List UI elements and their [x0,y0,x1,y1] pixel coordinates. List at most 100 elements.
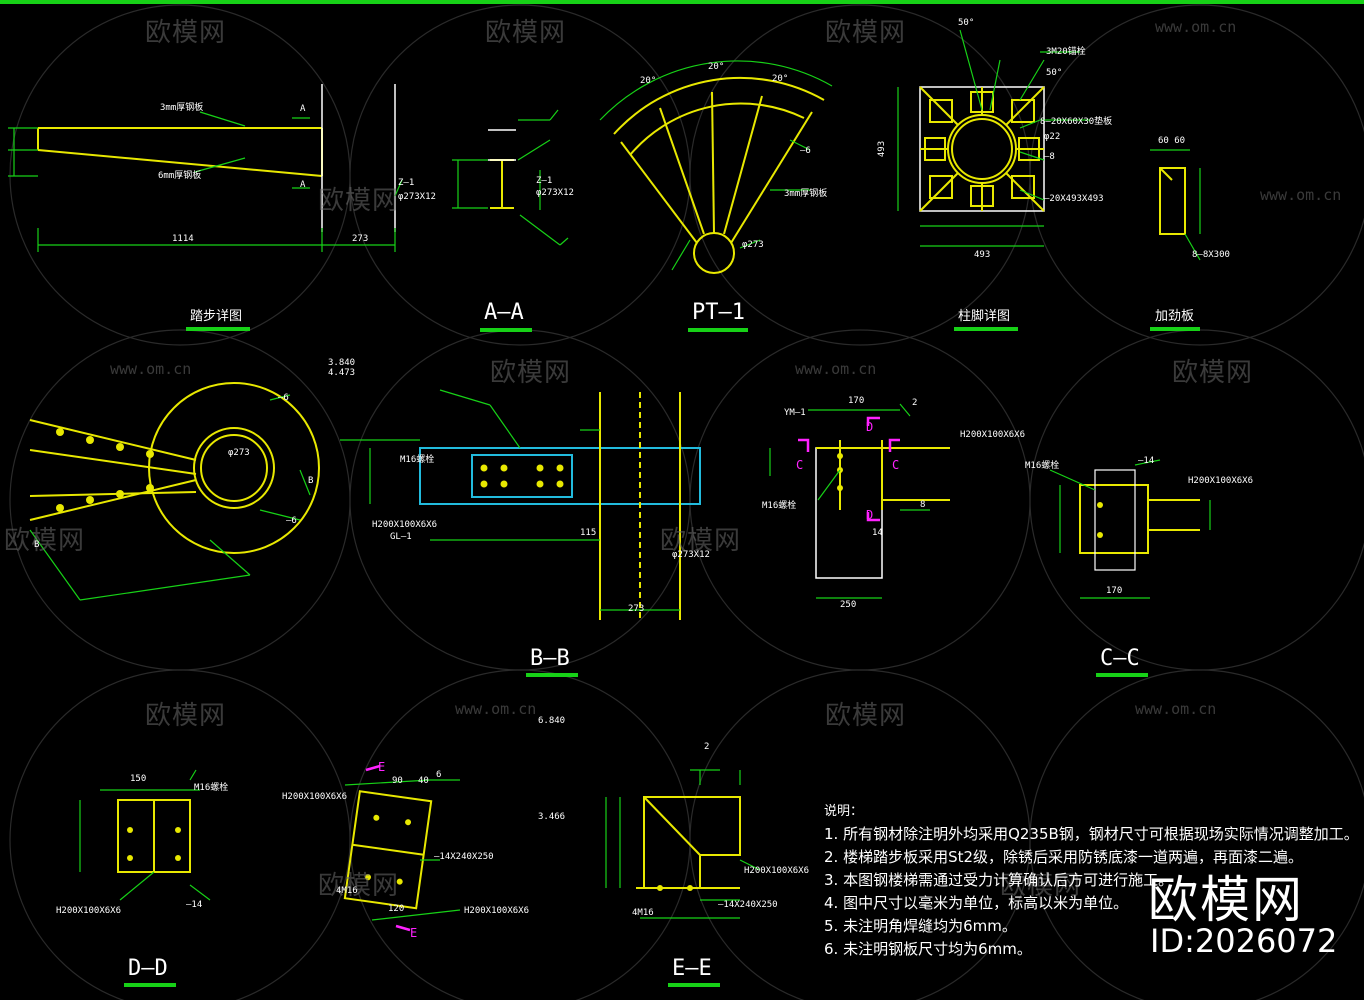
label-z1: Z—1 [536,176,553,186]
title-section-bb: B—B [530,646,570,671]
label-plate-6: —6 [286,516,297,526]
label-minus14: —14 [186,900,203,910]
note-item: 1. 所有钢材除注明外均采用Q235B钢，钢材尺寸可根据现场实际情况调整加工。 [824,825,1359,843]
title-underline [1096,673,1148,677]
watermark-url: www.om.cn [1260,186,1342,204]
ym1-detail-drawing [769,403,950,599]
label-section-a: A [300,104,306,114]
label-pipe-273: φ273 [228,448,250,458]
section-cc-drawing [1049,459,1211,599]
watermark-logo: 欧模网 [145,701,227,731]
title-column-base: 柱脚详图 [958,309,1011,324]
label-plate: 8—20X60X30垫板 [1040,117,1113,127]
label-dim-8: 8 [920,500,926,510]
title-section-aa: A—A [484,300,524,325]
label-stiffener-plate: 8—8X300 [1192,250,1230,260]
label-h200: H200X100X6X6 [960,430,1026,440]
watermark-logo: 欧模网 [1000,871,1082,901]
label-pipe: φ273X12 [672,550,710,560]
watermark-logo: 欧模网 [145,18,227,48]
label-m16: M16螺栓 [762,501,797,511]
watermark-logo: 欧模网 [318,871,400,901]
label-dim-1114: 1114 [172,234,194,244]
label-plate-6mm: 6mm厚钢板 [158,171,202,181]
label-dim-14: 14 [872,528,883,538]
label-pipe: φ273X12 [398,192,436,202]
label-baseplate: —20X493X493 [1044,194,1104,204]
watermark-logo: 欧模网 [660,526,742,556]
label-dim-273: 273 [628,604,645,614]
label-angle: 20° [772,74,789,84]
title-section-dd: D—D [128,956,168,981]
title-underline [954,327,1018,331]
label-bolts: 4M16 [336,886,358,896]
section-dd-drawing [79,769,211,901]
label-gl1: GL—1 [390,532,412,542]
label-plate: —14X240X250 [434,852,494,862]
label-section-e: E [378,760,386,774]
label-elevation: 3.466 [538,812,566,822]
label-h200: H200X100X6X6 [372,520,438,530]
label-m16: M16螺栓 [1025,461,1060,471]
label-dim-115: 115 [580,528,597,538]
label-minus14: —14 [1138,456,1155,466]
label-bolt: 3M20锚栓 [1046,47,1086,57]
title-step-detail: 踏步详图 [190,309,243,324]
title-underline [688,328,748,332]
label-dim-2: 2 [912,398,918,408]
label-dim-170: 170 [1106,586,1123,596]
title-underline [526,673,578,677]
pt1-drawing [599,60,833,274]
label-dim-170: 170 [848,396,865,406]
watermark-logo: 欧模网 [485,18,567,48]
pipe-plan-drawing [29,382,320,601]
title-stiffener: 加劲板 [1155,309,1195,324]
watermark-logo: 欧模网 [490,358,572,388]
label-plate-8: —8 [1044,152,1055,162]
watermark-logo: 欧模网 [825,701,907,731]
label-pipe: φ273X12 [536,188,574,198]
watermark-circles [9,4,1364,1000]
label-section-d: D [866,420,874,434]
label-angle: 50° [1046,68,1063,78]
label-pipe-273: φ273 [742,240,764,250]
watermark-url: www.om.cn [1155,18,1237,36]
title-pt1: PT—1 [692,300,745,325]
note-item: 6. 未注明钢板尺寸均为6mm。 [824,940,1032,958]
label-bolts: 4M16 [632,908,654,918]
general-notes: 说明： 1. 所有钢材除注明外均采用Q235B钢，钢材尺寸可根据现场实际情况调整… [824,800,1359,961]
section-bb-drawing [340,389,701,620]
label-dim-6: 6 [436,770,442,780]
watermark-url: www.om.cn [110,360,192,378]
column-base-drawing [897,29,1090,247]
title-underline [1150,327,1200,331]
label-section-b: B [308,476,314,486]
label-section-b: B [34,540,40,550]
note-item: 2. 楼梯踏步板采用St2级，除锈后采用防锈底漆一道两遍，再面漆二遍。 [824,848,1304,866]
watermark-logo: 欧模网 [825,18,907,48]
step-detail-drawing [8,84,403,252]
title-underline [480,328,532,332]
label-angle: 20° [708,62,725,72]
watermark-logo: 欧模网 [1172,358,1254,388]
label-dim-90: 90 [392,776,403,786]
label-dim-493: 493 [877,140,888,158]
label-m16: M16螺栓 [194,783,229,793]
label-z1: Z—1 [398,178,415,188]
label-dim-150: 150 [130,774,147,784]
label-plate-3mm: 3mm厚钢板 [784,189,828,199]
title-section-ee: E—E [672,956,712,981]
label-dim-60-60: 60 60 [1158,136,1186,146]
label-section-a: A [300,180,306,190]
label-h200: H200X100X6X6 [282,792,348,802]
label-dim-40: 40 [418,776,429,786]
label-dim-493: 493 [974,250,991,260]
note-item: 4. 图中尺寸以毫米为单位，标高以米为单位。 [824,894,1129,912]
note-item: 3. 本图钢楼梯需通过受力计算确认后方可进行施工。 [824,871,1174,889]
note-item: 5. 未注明角焊缝均为6mm。 [824,917,1017,935]
label-h200: H200X100X6X6 [56,906,122,916]
label-hole: φ22 [1044,132,1061,142]
